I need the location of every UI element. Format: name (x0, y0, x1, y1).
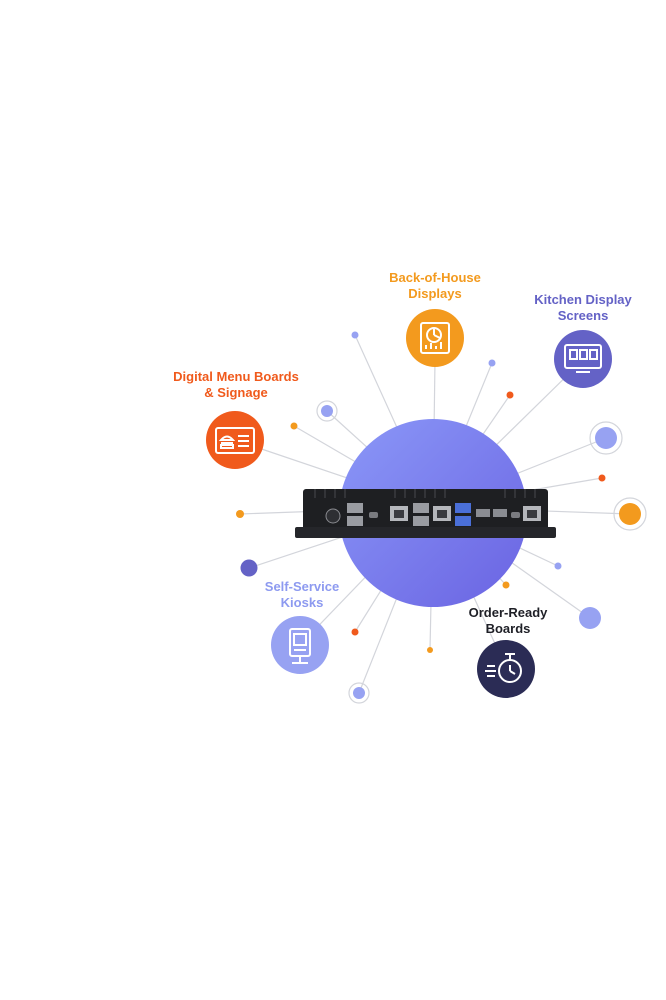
label-order-ready: Order-Ready Boards (468, 605, 548, 636)
decorative-dots (236, 331, 647, 704)
digital-menu-node (206, 411, 264, 469)
label-digital-menu: Digital Menu Boards & Signage (173, 369, 299, 400)
label-kitchen-display: Kitchen Display Screens (534, 292, 632, 323)
menu-board-icon (215, 427, 255, 454)
back-of-house-node (406, 309, 464, 367)
mini-pc-device (295, 489, 556, 538)
label-back-of-house: Back-of-House Displays (389, 270, 481, 301)
stopwatch-icon (485, 653, 522, 683)
report-chart-icon (420, 322, 450, 354)
display-screen-icon (564, 344, 602, 373)
kiosk-icon (289, 628, 311, 664)
order-ready-node (477, 640, 535, 698)
self-service-node (271, 616, 329, 674)
label-self-service: Self-Service Kiosks (264, 579, 340, 610)
kitchen-display-node (554, 330, 612, 388)
